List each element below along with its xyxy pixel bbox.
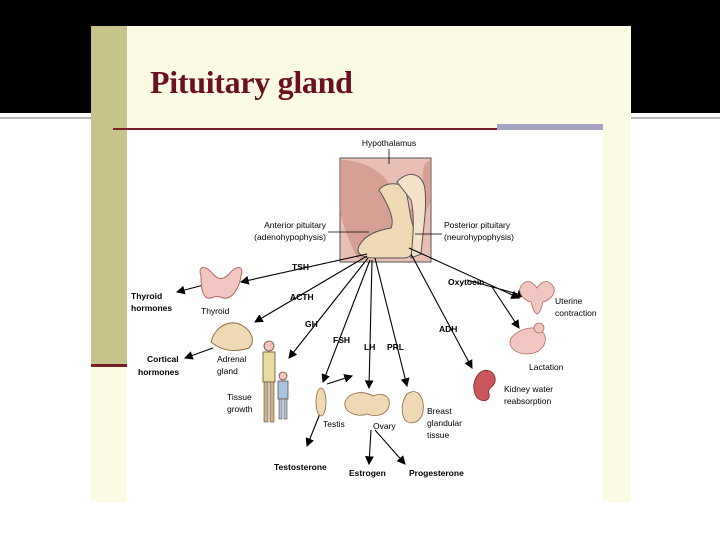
thyroid-illustration: [199, 267, 243, 299]
adrenal-label-2: gland: [217, 366, 238, 376]
lactation-shape: [509, 327, 546, 355]
tissue-growth-label-2: growth: [227, 404, 253, 414]
adult-head: [263, 340, 275, 352]
kidney-label-2: reabsorption: [504, 396, 552, 406]
hormone-labels: TSH ACTH GH FSH LH PRL ADH Oxytocin: [290, 262, 484, 352]
title-rule-accent: [497, 124, 603, 130]
breast-illustration: [401, 391, 424, 424]
testis-label: Testis: [323, 419, 345, 429]
posterior-pituitary-shape: [396, 174, 427, 259]
tissue-growth-label-1: Tissue: [227, 392, 252, 402]
adh-arrow: [410, 253, 473, 369]
thyroid-shape: [199, 267, 243, 299]
lactation-illustration: [509, 322, 546, 355]
diagram-canvas: Hypothalamus Anterior pituitary (adenohy…: [131, 138, 597, 478]
adh-label: ADH: [439, 324, 457, 334]
infant-head: [533, 322, 545, 334]
child-leg-left: [278, 398, 283, 420]
lactation-label: Lactation: [529, 362, 564, 372]
tsh-arrow: [239, 253, 368, 285]
uterine-label-2: contraction: [555, 308, 597, 318]
breast-label-2: glandular: [427, 418, 462, 428]
prl-label: PRL: [387, 342, 404, 352]
adrenal-label-1: Adrenal: [217, 354, 246, 364]
testis-shape: [315, 387, 327, 417]
testosterone-label: Testosterone: [274, 462, 327, 472]
breast-shape: [401, 391, 424, 424]
prl-arrow: [374, 257, 410, 388]
uterus-illustration: [519, 281, 555, 315]
ovary-to-progesterone-arrow: [374, 429, 406, 465]
slide-left-stripe: [91, 26, 127, 366]
progesterone-label: Progesterone: [409, 468, 464, 478]
stripe-bottom-rule: [91, 364, 127, 367]
ovary-shape: [344, 392, 390, 416]
hypothalamus-label: Hypothalamus: [362, 138, 416, 148]
adult-leg-right: [269, 381, 275, 423]
oxytocin-to-breast-arrow: [491, 286, 520, 329]
slide-title: Pituitary gland: [150, 64, 353, 100]
cortical-label-1: Cortical: [147, 354, 179, 364]
ovary-to-estrogen-arrow: [365, 429, 374, 466]
acth-label: ACTH: [290, 292, 314, 302]
thyroid-hormones-label-1: Thyroid: [131, 291, 162, 301]
thyroid-hormones-label-2: hormones: [131, 303, 172, 313]
kidney-shape: [473, 369, 496, 402]
adult-leg-left: [263, 381, 269, 423]
oxytocin-label: Oxytocin: [448, 277, 484, 287]
anterior-pituitary-label: Anterior pituitary: [264, 220, 327, 230]
ovary-label: Ovary: [373, 421, 396, 431]
acth-arrow: [254, 255, 368, 323]
breast-label-3: tissue: [427, 430, 449, 440]
pituitary-diagram: Hypothalamus Anterior pituitary (adenohy…: [127, 130, 603, 502]
thyroid-label: Thyroid: [201, 306, 230, 316]
posterior-pituitary-alt-label: (neurohypophysis): [444, 232, 514, 242]
oxytocin-arrow: [408, 247, 521, 299]
tsh-label: TSH: [292, 262, 309, 272]
lh-arrow: [364, 259, 374, 390]
oxytocin-to-uterus-arrow: [466, 279, 527, 299]
ovary-illustration: [344, 392, 390, 416]
testis-illustration: [315, 387, 327, 417]
gh-label: GH: [305, 319, 318, 329]
kidney-illustration: [473, 369, 496, 402]
child-body: [277, 380, 289, 400]
pituitary-illustration: [339, 157, 432, 263]
people-illustration: [262, 340, 289, 423]
uterus-shape: [519, 281, 555, 315]
fsh-to-ovary-arrow: [326, 374, 354, 385]
adrenal-to-cortical-arrow: [183, 347, 214, 360]
cortical-label-2: hormones: [138, 367, 179, 377]
adult-body: [262, 351, 276, 383]
child-leg-right: [283, 398, 288, 420]
estrogen-label: Estrogen: [349, 468, 386, 478]
adrenal-shape: [210, 322, 253, 351]
breast-label-1: Breast: [427, 406, 452, 416]
posterior-pituitary-label: Posterior pituitary: [444, 220, 511, 230]
fsh-arrow: [321, 259, 371, 384]
kidney-label-1: Kidney water: [504, 384, 553, 394]
lh-label: LH: [364, 342, 375, 352]
anterior-pituitary-alt-label: (adenohypophysis): [254, 232, 326, 242]
title-rule: [113, 128, 497, 130]
adrenal-illustration: [210, 322, 253, 351]
uterine-label-1: Uterine: [555, 296, 583, 306]
fsh-label: FSH: [333, 335, 350, 345]
gh-arrow: [288, 257, 369, 359]
child-head: [278, 371, 288, 381]
